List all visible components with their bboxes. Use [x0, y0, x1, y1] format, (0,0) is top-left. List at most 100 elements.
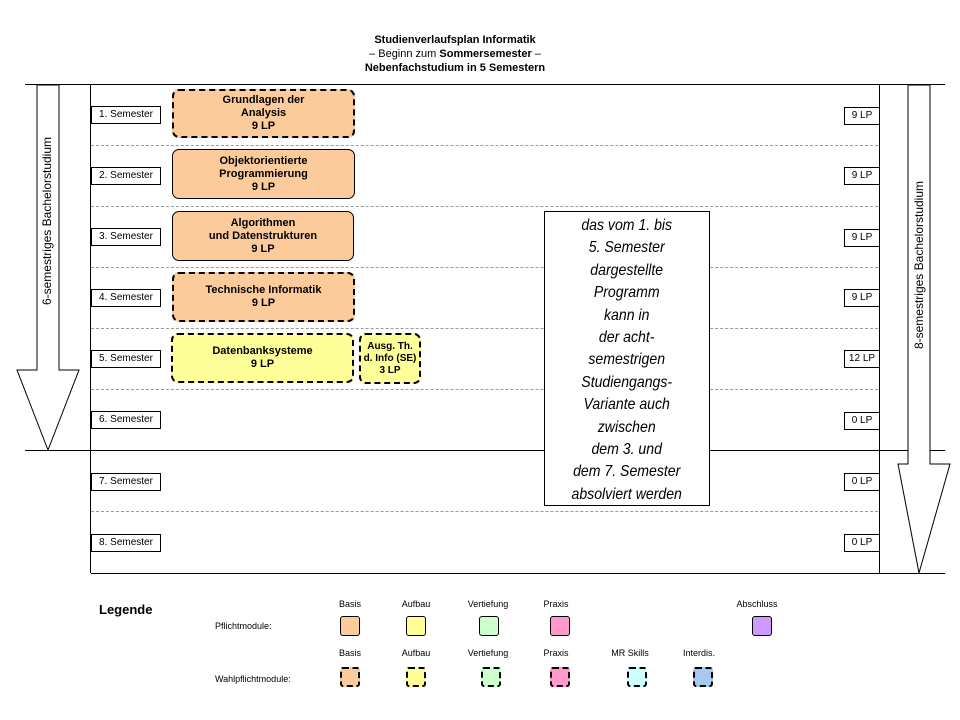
- title-line-2: – Beginn zum Sommersemester –: [0, 47, 910, 61]
- left-arrow-label: 6-semestriges Bachelorstudium: [40, 136, 54, 306]
- module-title: und Datenstrukturen: [208, 229, 318, 242]
- title-line-2-bold: Sommersemester: [439, 48, 532, 60]
- semester-divider: [91, 145, 878, 146]
- semester-label-1: 1. Semester: [91, 106, 161, 124]
- legend-wahlpflicht-mr-skills-label: MR Skills: [611, 648, 649, 658]
- six-semester-end-line: [25, 450, 945, 451]
- legend-wahlpflicht-basis-label: Basis: [338, 648, 361, 658]
- note-box: das vom 1. bis 5. Semester dargestellte …: [544, 211, 710, 506]
- legend-pflicht-vertiefung-label: Vertiefung: [467, 599, 509, 609]
- note-line: semestrigen: [588, 351, 666, 369]
- right-duration-arrow: [897, 84, 951, 574]
- legend-wahlpflicht-interdis-swatch: [693, 667, 713, 687]
- semester-label-6: 6. Semester: [91, 411, 161, 429]
- legend-wahlpflicht-label: Wahlpflichtmodule:: [215, 674, 291, 684]
- legend-pflicht-aufbau-swatch: [406, 616, 426, 636]
- module-title: Programmierung: [219, 167, 308, 180]
- semester-label-3: 3. Semester: [91, 228, 161, 246]
- module-lp: 3 LP: [379, 364, 401, 376]
- legend-wahlpflicht-aufbau-swatch: [406, 667, 426, 687]
- module-title: Grundlagen der: [222, 94, 305, 106]
- note-line: 5. Semester: [589, 239, 665, 257]
- title-line-2-prefix: – Beginn zum: [369, 48, 440, 60]
- legend-pflicht-praxis-swatch: [550, 616, 570, 636]
- legend-pflicht-praxis-label: Praxis: [543, 599, 569, 609]
- title-line-1: Studienverlaufsplan Informatik: [374, 34, 536, 46]
- legend-wahlpflicht-vertiefung-label: Vertiefung: [467, 648, 509, 658]
- module-technische-informatik: Technische Informatik 9 LP: [172, 272, 355, 322]
- note-line: das vom 1. bis: [581, 217, 673, 234]
- semester-lp-4: 9 LP: [844, 289, 880, 307]
- semester-lp-1: 9 LP: [844, 107, 880, 125]
- frame-right-line: [879, 84, 880, 573]
- module-algorithmen-datenstrukturen: Algorithmen und Datenstrukturen 9 LP: [172, 211, 354, 261]
- semester-lp-5: 12 LP: [844, 350, 880, 368]
- note-line: absolviert werden: [571, 485, 683, 503]
- semester-lp-2: 9 LP: [844, 167, 880, 185]
- module-lp: 9 LP: [251, 297, 276, 309]
- module-title: Datenbanksysteme: [212, 345, 313, 357]
- note-line: dem 3. und: [591, 441, 663, 459]
- semester-label-5: 5. Semester: [91, 350, 161, 368]
- note-line: Programm: [594, 284, 660, 302]
- module-lp: 9 LP: [251, 120, 276, 132]
- legend-wahlpflicht-basis-swatch: [340, 667, 360, 687]
- note-line: kann in: [604, 306, 650, 324]
- semester-divider: [91, 389, 878, 390]
- module-lp: 9 LP: [251, 180, 276, 193]
- legend-pflicht-basis-swatch: [340, 616, 360, 636]
- module-ausgewaehlte-themen: Ausg. Th. d. Info (SE) 3 LP: [359, 333, 421, 384]
- semester-label-4: 4. Semester: [91, 289, 161, 307]
- legend-pflicht-abschluss-swatch: [752, 616, 772, 636]
- semester-divider: [91, 206, 878, 207]
- module-title: Ausg. Th.: [367, 340, 413, 352]
- frame-bottom-line: [91, 573, 945, 574]
- legend-wahlpflicht-mr-skills-swatch: [627, 667, 647, 687]
- semester-divider: [91, 267, 878, 268]
- semester-label-8: 8. Semester: [91, 534, 161, 552]
- legend-pflicht-basis-label: Basis: [338, 599, 361, 609]
- module-objektorientierte-programmierung: Objektorientierte Programmierung 9 LP: [172, 149, 355, 199]
- left-duration-arrow: [16, 84, 80, 452]
- module-title: Analysis: [240, 107, 287, 119]
- module-title: d. Info (SE): [363, 352, 417, 364]
- semester-lp-6: 0 LP: [844, 412, 880, 430]
- module-title: Algorithmen: [230, 216, 296, 229]
- note-line: zwischen: [598, 418, 656, 436]
- semester-divider: [91, 328, 878, 329]
- note-line: Variante auch: [583, 396, 671, 414]
- module-grundlagen-analysis: Grundlagen der Analysis 9 LP: [172, 89, 355, 138]
- module-lp: 9 LP: [250, 358, 275, 370]
- semester-divider: [91, 511, 878, 512]
- note-line: Studiengangs-: [581, 373, 673, 391]
- note-line: dargestellte: [590, 261, 664, 279]
- note-text: das vom 1. bis 5. Semester dargestellte …: [572, 215, 682, 506]
- semester-lp-3: 9 LP: [844, 229, 880, 247]
- title-line-3: Nebenfachstudium in 5 Semestern: [364, 62, 546, 74]
- legend-wahlpflicht-aufbau-label: Aufbau: [401, 648, 431, 658]
- frame-top-line: [25, 84, 945, 85]
- semester-label-2: 2. Semester: [91, 167, 161, 185]
- note-line: der acht-: [599, 329, 655, 347]
- semester-lp-8: 0 LP: [844, 534, 880, 552]
- frame-left-line: [90, 84, 91, 573]
- module-lp: 9 LP: [251, 242, 275, 255]
- legend-pflicht-aufbau-label: Aufbau: [401, 599, 431, 609]
- legend-pflicht-label: Pflichtmodule:: [215, 621, 272, 631]
- module-title: Technische Informatik: [205, 284, 322, 296]
- semester-label-7: 7. Semester: [91, 473, 161, 491]
- legend-wahlpflicht-vertiefung-swatch: [481, 667, 501, 687]
- right-arrow-label: 8-semestriges Bachelorstudium: [912, 180, 926, 350]
- module-title: Objektorientierte: [219, 154, 308, 167]
- legend-wahlpflicht-praxis-label: Praxis: [543, 648, 569, 658]
- legend-pflicht-abschluss-label: Abschluss: [736, 599, 778, 609]
- semester-lp-7: 0 LP: [844, 473, 880, 491]
- note-line: dem 7. Semester: [573, 463, 681, 481]
- legend-pflicht-vertiefung-swatch: [479, 616, 499, 636]
- module-datenbanksysteme: Datenbanksysteme 9 LP: [171, 333, 354, 383]
- page-title: Studienverlaufsplan Informatik – Beginn …: [0, 33, 910, 75]
- legend-wahlpflicht-interdis-label: Interdis.: [682, 648, 715, 658]
- legend-wahlpflicht-praxis-swatch: [550, 667, 570, 687]
- legend-title: Legende: [99, 602, 153, 617]
